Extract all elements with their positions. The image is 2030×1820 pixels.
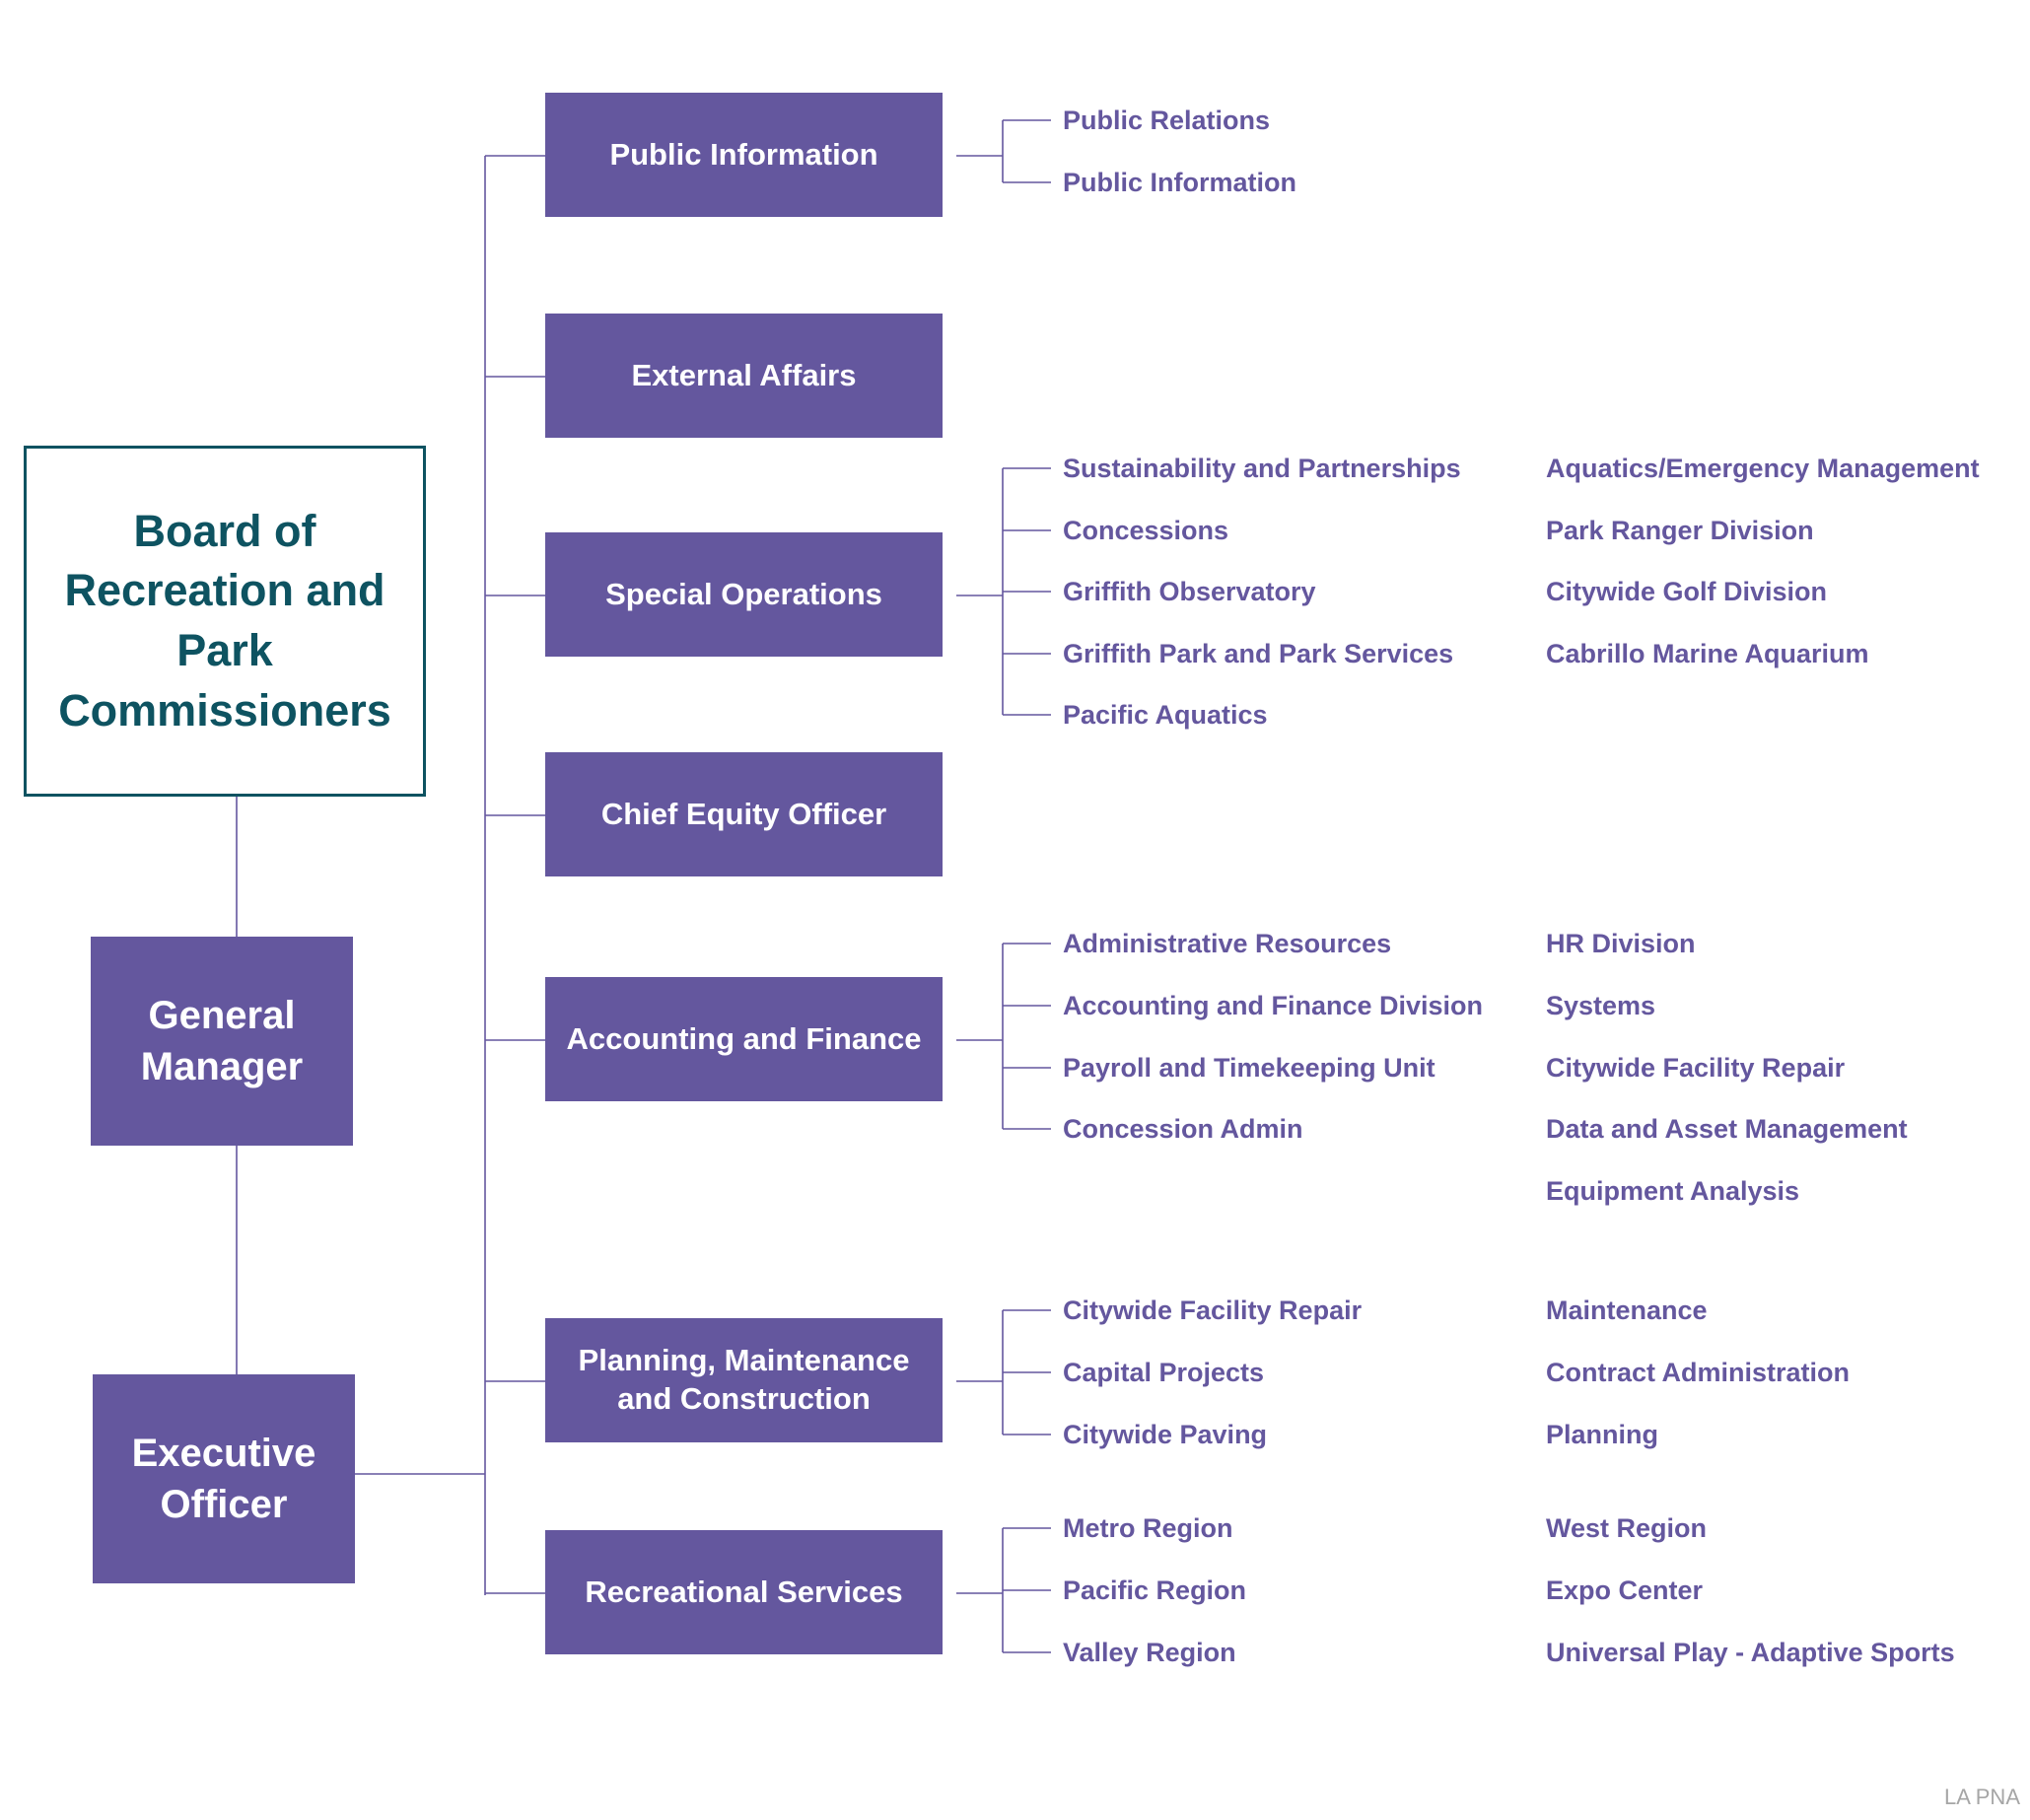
- general-manager-box: General Manager: [91, 937, 353, 1146]
- unit-label: Data and Asset Management: [1546, 1114, 1908, 1144]
- department-label: Planning, Maintenance and Construction: [578, 1343, 910, 1416]
- unit-label: Sustainability and Partnerships: [1063, 454, 1461, 483]
- department-box: Public Information: [545, 93, 943, 217]
- unit-label: West Region: [1546, 1513, 1708, 1543]
- unit-label: Administrative Resources: [1063, 929, 1392, 958]
- board-label: Board of Recreation and Park Commissione…: [58, 505, 391, 735]
- department-box: Recreational Services: [545, 1530, 943, 1654]
- unit-label: Citywide Golf Division: [1546, 577, 1828, 606]
- unit-label: Metro Region: [1063, 1513, 1233, 1543]
- unit-label: Equipment Analysis: [1546, 1176, 1800, 1206]
- board-box: Board of Recreation and Park Commissione…: [24, 446, 426, 797]
- unit-label: Systems: [1546, 991, 1656, 1020]
- unit-label: Planning: [1546, 1420, 1658, 1449]
- department-label: Chief Equity Officer: [600, 796, 887, 831]
- department-box: External Affairs: [545, 314, 943, 438]
- department-box: Accounting and Finance: [545, 977, 943, 1101]
- executive-officer-box: Executive Officer: [93, 1374, 355, 1583]
- department-box: Chief Equity Officer: [545, 752, 943, 876]
- unit-label: Aquatics/Emergency Management: [1546, 454, 1980, 483]
- unit-label: Griffith Observatory: [1063, 577, 1316, 606]
- department-label: Public Information: [609, 136, 878, 172]
- department-label: Recreational Services: [585, 1574, 903, 1609]
- unit-label: Expo Center: [1546, 1575, 1704, 1605]
- executive-officer-label: Executive Officer: [131, 1432, 316, 1526]
- unit-label: Accounting and Finance Division: [1063, 991, 1484, 1020]
- credit-text: LA PNA: [1943, 1785, 2020, 1809]
- unit-label: Public Relations: [1063, 105, 1271, 135]
- unit-label: Public Information: [1063, 168, 1297, 197]
- unit-label: Concessions: [1063, 516, 1229, 545]
- unit-label: Park Ranger Division: [1546, 516, 1814, 545]
- unit-label: Citywide Paving: [1063, 1420, 1268, 1449]
- department-label: Accounting and Finance: [566, 1020, 922, 1056]
- unit-label: Concession Admin: [1063, 1114, 1303, 1144]
- unit-label: Universal Play - Adaptive Sports: [1546, 1638, 1955, 1667]
- department-box: Planning, Maintenance and Construction: [545, 1318, 943, 1442]
- unit-label: Contract Administration: [1546, 1358, 1851, 1387]
- unit-label: HR Division: [1546, 929, 1696, 958]
- unit-label: Payroll and Timekeeping Unit: [1063, 1053, 1435, 1083]
- unit-label: Maintenance: [1546, 1295, 1708, 1325]
- unit-label: Griffith Park and Park Services: [1063, 639, 1454, 668]
- department-label: Special Operations: [605, 576, 882, 611]
- unit-label: Citywide Facility Repair: [1063, 1295, 1363, 1325]
- unit-label: Capital Projects: [1063, 1358, 1265, 1387]
- unit-label: Citywide Facility Repair: [1546, 1053, 1846, 1083]
- unit-label: Cabrillo Marine Aquarium: [1546, 639, 1869, 668]
- unit-label: Pacific Region: [1063, 1575, 1247, 1605]
- department-box: Special Operations: [545, 532, 943, 657]
- unit-label: Pacific Aquatics: [1063, 700, 1268, 730]
- unit-label: Valley Region: [1063, 1638, 1236, 1667]
- department-label: External Affairs: [631, 357, 857, 392]
- general-manager-label: General Manager: [140, 994, 304, 1088]
